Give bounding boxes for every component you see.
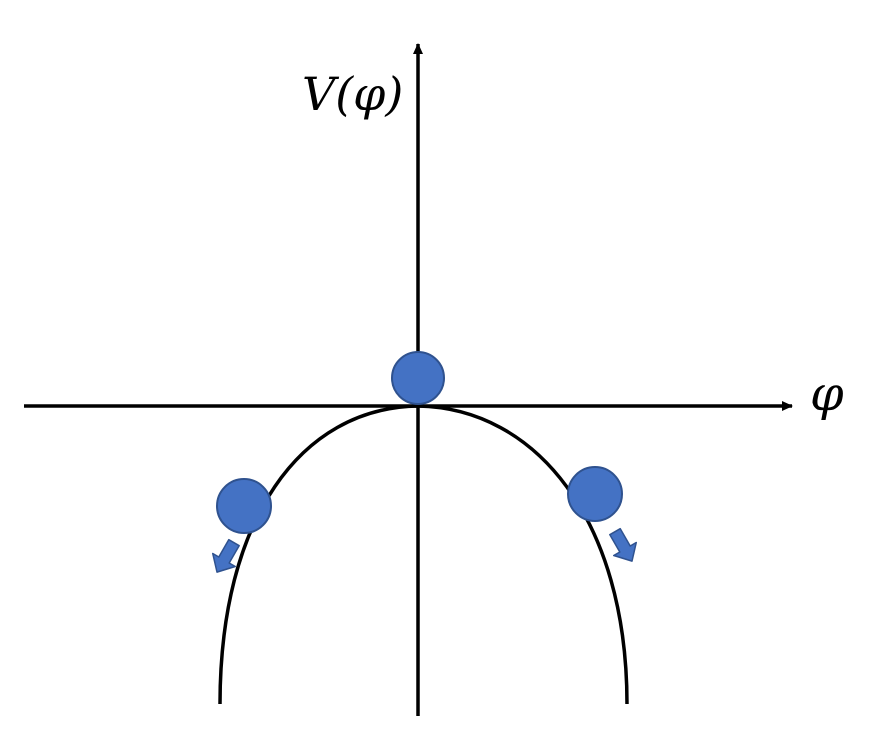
arrow-left-icon <box>211 538 240 573</box>
ball-top <box>391 351 445 405</box>
potential-curve <box>218 404 629 705</box>
x-axis-label: φ <box>810 366 844 422</box>
y-axis-label: V(φ) <box>302 67 403 121</box>
arrow-right-icon <box>609 527 638 562</box>
ball-right <box>567 466 623 522</box>
ball-left <box>216 478 272 534</box>
